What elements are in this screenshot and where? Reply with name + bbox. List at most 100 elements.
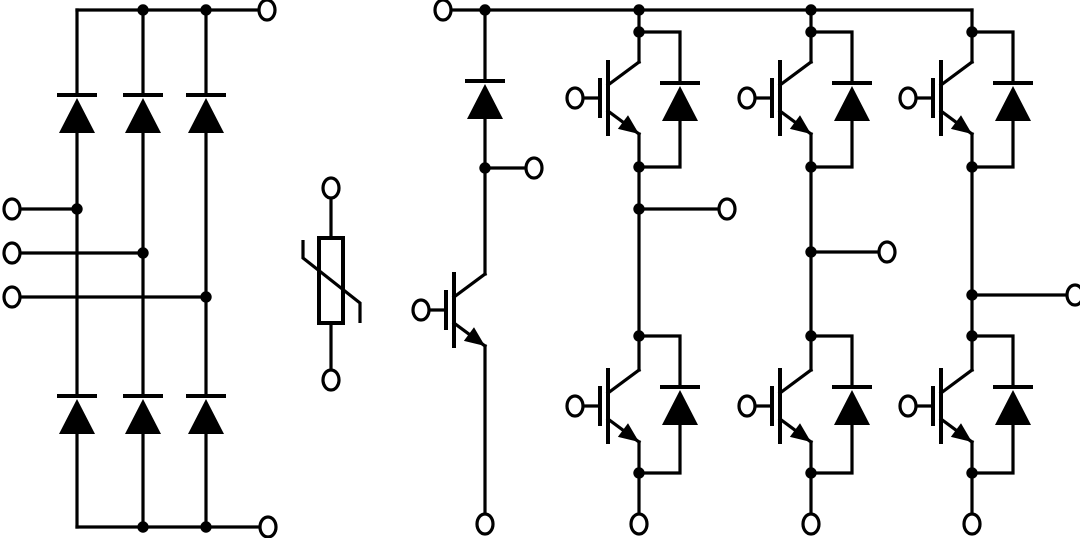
rectifier-diode-top-2-triangle xyxy=(125,98,161,133)
rectifier-diode-bottom-2-triangle xyxy=(125,399,161,434)
fw-diode-v-high-bottom-wire xyxy=(809,119,854,169)
igbt-v-low-gate-terminal xyxy=(737,394,757,418)
freewheel-diode-v-high xyxy=(832,81,872,121)
fw-diode-w-high-bottom-wire xyxy=(970,119,1015,169)
ntc-thermistor-body xyxy=(317,236,345,325)
junction-rect-rail-plus-leg3 xyxy=(200,4,212,16)
freewheel-diode-w-low xyxy=(993,385,1033,425)
brake-chopper-igbt-emitter-arrow-icon xyxy=(463,327,485,346)
freewheel-diode-w-high-triangle xyxy=(995,86,1031,121)
junction-rail-leg-v xyxy=(805,4,817,16)
igbt-u-low-gate-terminal xyxy=(565,394,585,418)
phase-u-output-terminal xyxy=(717,197,737,221)
freewheel-diode-w-high xyxy=(993,81,1033,121)
rectifier-diode-top-3 xyxy=(186,93,226,133)
phase-v-output-terminal xyxy=(877,240,897,264)
igbt-v-high-gate-terminal xyxy=(737,86,757,110)
rectifier-dc-plus-terminal xyxy=(257,0,277,22)
igbt-w-high-collector xyxy=(938,59,975,88)
inverter-dc-plus-terminal xyxy=(433,0,453,22)
rectifier-diode-bottom-1 xyxy=(57,394,97,434)
igbt-w-high-emitter-arrow-icon xyxy=(950,115,972,134)
igbt-u-high xyxy=(582,59,642,137)
fw-diode-u-low-top-wire xyxy=(637,334,682,389)
junction-u-low-emitter xyxy=(633,467,645,479)
junction-ac1-leg1 xyxy=(71,203,83,215)
junction-v-high-collector xyxy=(805,26,817,38)
freewheel-diode-u-low-triangle xyxy=(662,390,698,425)
fw-diode-w-high-top-wire xyxy=(970,30,1015,85)
ac-input-terminal-3 xyxy=(2,285,22,309)
igbt-u-low-collector xyxy=(605,367,642,396)
igbt-v-high xyxy=(754,59,814,137)
junction-u-low-collector xyxy=(633,330,645,342)
igbt-v-low-collector xyxy=(777,367,814,396)
freewheel-diode-v-low-triangle xyxy=(834,390,870,425)
brake-chopper-gate-terminal xyxy=(411,298,431,322)
junction-u-high-emitter xyxy=(633,161,645,173)
freewheel-diode-u-high-triangle xyxy=(662,86,698,121)
junction-u-high-collector xyxy=(633,26,645,38)
igbt-u-high-emitter-arrow-icon xyxy=(617,115,639,134)
junction-w-high-collector xyxy=(966,26,978,38)
igbt-w-low-gate-terminal xyxy=(898,394,918,418)
rectifier-diode-bottom-1-triangle xyxy=(59,399,95,434)
freewheel-diode-v-low xyxy=(832,385,872,425)
leg-u-emitter-terminal xyxy=(629,512,649,536)
igbt-u-low xyxy=(582,367,642,445)
brake-chopper-igbt-collector xyxy=(451,271,488,300)
phase-w-output-terminal xyxy=(1065,283,1080,307)
rectifier-diode-top-1-triangle xyxy=(59,98,95,133)
junction-rect-rail-plus-leg2 xyxy=(137,4,149,16)
junction-rect-rail-minus-leg3 xyxy=(200,521,212,533)
brake-chopper-igbt xyxy=(428,271,488,349)
rectifier-diode-top-3-triangle xyxy=(188,98,224,133)
rectifier-diode-bottom-3-triangle xyxy=(188,399,224,434)
rectifier-diode-bottom-2 xyxy=(123,394,163,434)
junction-phase-u-tap xyxy=(633,203,645,215)
rectifier-dc-minus-terminal xyxy=(258,515,278,538)
junction-phase-v-tap xyxy=(805,246,817,258)
junction-rail-leg-u xyxy=(633,4,645,16)
leg-w-emitter-terminal xyxy=(962,512,982,536)
igbt-w-high-gate-terminal xyxy=(898,86,918,110)
junction-v-low-emitter xyxy=(805,467,817,479)
igbt-u-high-collector xyxy=(605,59,642,88)
brake-chopper-diode xyxy=(465,79,505,119)
junction-rail-chopper xyxy=(479,4,491,16)
freewheel-diode-v-high-triangle xyxy=(834,86,870,121)
igbt-v-high-collector xyxy=(777,59,814,88)
freewheel-diode-w-low-triangle xyxy=(995,390,1031,425)
fw-diode-u-high-bottom-wire xyxy=(637,119,682,169)
brake-chopper-emitter-terminal xyxy=(475,512,495,536)
igbt-u-high-gate-terminal xyxy=(565,86,585,110)
junction-w-low-collector xyxy=(966,330,978,342)
junction-ac3-leg3 xyxy=(200,291,212,303)
freewheel-diode-u-high xyxy=(660,81,700,121)
fw-diode-w-low-top-wire xyxy=(970,334,1015,389)
junction-phase-w-tap xyxy=(966,289,978,301)
rectifier-diode-top-2 xyxy=(123,93,163,133)
igbt-w-high xyxy=(915,59,975,137)
junction-v-low-collector xyxy=(805,330,817,342)
fw-diode-v-low-bottom-wire xyxy=(809,423,854,475)
rectifier-diode-top-1 xyxy=(57,93,97,133)
igbt-v-low xyxy=(754,367,814,445)
junction-rect-rail-minus-leg2 xyxy=(137,521,149,533)
brake-chopper-diode-triangle xyxy=(467,84,503,119)
fw-diode-v-low-top-wire xyxy=(809,334,854,389)
leg-v-emitter-terminal xyxy=(801,512,821,536)
junction-chopper-mid xyxy=(479,162,491,174)
igbt-w-low-collector xyxy=(938,367,975,396)
fw-diode-w-low-bottom-wire xyxy=(970,423,1015,475)
junction-ac2-leg2 xyxy=(137,247,149,259)
igbt-w-low xyxy=(915,367,975,445)
junction-w-high-emitter xyxy=(966,161,978,173)
thermistor-terminal-bottom xyxy=(321,368,341,392)
ntc-thermistor-stripe xyxy=(301,240,362,323)
igbt-w-low-emitter-arrow-icon xyxy=(950,423,972,442)
junction-w-low-emitter xyxy=(966,467,978,479)
fw-diode-v-high-top-wire xyxy=(809,30,854,85)
